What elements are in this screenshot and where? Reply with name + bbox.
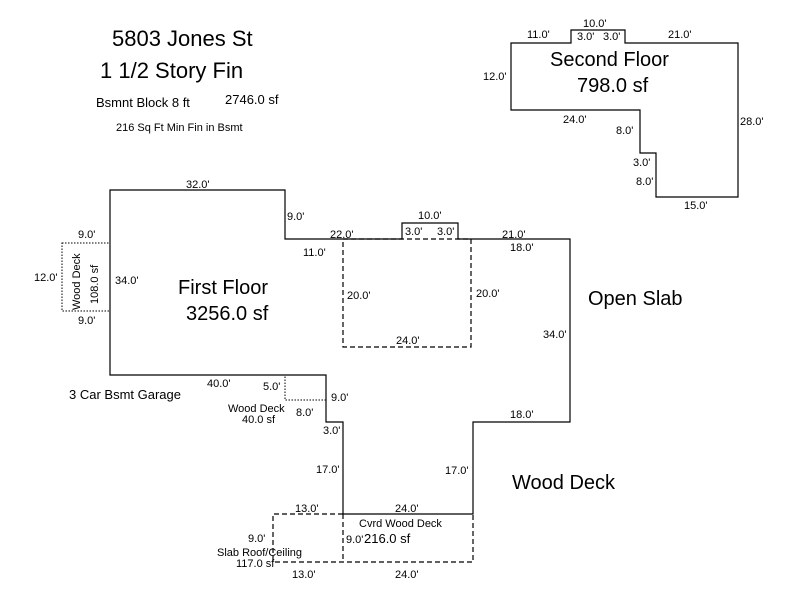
basement-label: Bsmnt Block 8 ft	[96, 95, 190, 110]
dim-label: 11.0'	[303, 247, 326, 259]
dim-label: 3.0'	[405, 226, 422, 238]
first-floor-area: 3256.0 sf	[186, 303, 269, 325]
dim-label: 9.0'	[346, 534, 363, 546]
second-floor-label: Second Floor	[550, 49, 669, 71]
dim-label: 3.0'	[437, 226, 454, 238]
dim-label: 9.0'	[287, 211, 304, 223]
small-wood-deck-area: 40.0 sf	[242, 414, 276, 426]
dim-label: 17.0'	[316, 464, 340, 476]
dim-label: 15.0'	[684, 200, 708, 212]
slab-roof-area: 117.0 sf	[236, 558, 275, 570]
dim-label: 10.0'	[583, 18, 607, 30]
dim-label: 3.0'	[323, 425, 340, 437]
side-wood-deck-area: 108.0 sf	[89, 264, 101, 304]
dim-label: 11.0'	[527, 29, 550, 41]
dim-label: 13.0'	[295, 503, 319, 515]
covered-deck-area: 216.0 sf	[364, 531, 411, 546]
dim-label: 17.0'	[445, 465, 469, 477]
dim-label: 40.0'	[207, 378, 231, 390]
dim-label: 32.0'	[186, 179, 210, 191]
wood-deck-label: Wood Deck	[512, 472, 616, 494]
side-wood-deck-outline	[61, 242, 111, 312]
dim-label: 8.0'	[296, 407, 313, 419]
dim-label: 20.0'	[347, 290, 371, 302]
dim-label: 9.0'	[78, 315, 95, 327]
dim-label: 9.0'	[248, 533, 265, 545]
dim-label: 28.0'	[740, 116, 764, 128]
slab-roof-label: Slab Roof/Ceiling	[217, 547, 302, 559]
dim-label: 8.0'	[636, 176, 653, 188]
dim-label: 20.0'	[476, 288, 500, 300]
dim-label: 12.0'	[34, 272, 58, 284]
covered-deck-label: Cvrd Wood Deck	[359, 518, 442, 530]
second-floor-area: 798.0 sf	[577, 75, 649, 97]
open-slab-label: Open Slab	[588, 288, 683, 310]
dim-label: 21.0'	[502, 229, 526, 241]
dim-label: 34.0'	[543, 329, 567, 341]
story-title: 1 1/2 Story Fin	[100, 58, 243, 83]
dim-label: 3.0'	[603, 31, 620, 43]
dim-label: 8.0'	[616, 125, 633, 137]
dim-label: 5.0'	[263, 381, 280, 393]
garage-label: 3 Car Bsmt Garage	[69, 387, 181, 402]
dim-label: 10.0'	[418, 210, 442, 222]
dim-label: 13.0'	[292, 569, 316, 581]
basement-area: 2746.0 sf	[225, 92, 279, 107]
first-floor-label: First Floor	[178, 277, 268, 299]
dim-label: 21.0'	[668, 29, 692, 41]
dim-label: 24.0'	[563, 114, 587, 126]
dim-label: 9.0'	[331, 392, 348, 404]
dim-label: 22.0'	[330, 229, 354, 241]
dim-label: 12.0'	[483, 71, 507, 83]
open-slab-outline	[342, 238, 472, 348]
dim-label: 3.0'	[633, 157, 650, 169]
dim-label: 24.0'	[396, 335, 420, 347]
basement-finish-note: 216 Sq Ft Min Fin in Bsmt	[116, 122, 243, 134]
dim-label: 18.0'	[510, 409, 534, 421]
dim-label: 34.0'	[115, 275, 139, 287]
small-wood-deck-label: Wood Deck	[228, 403, 285, 415]
address-title: 5803 Jones St	[112, 26, 253, 51]
dim-label: 18.0'	[510, 242, 534, 254]
dim-label: 9.0'	[78, 229, 95, 241]
side-wood-deck-label: Wood Deck	[71, 253, 83, 310]
dim-label: 24.0'	[395, 503, 419, 515]
dim-label: 24.0'	[395, 569, 419, 581]
small-wood-deck-outline	[284, 374, 327, 401]
second-floor-outline	[510, 29, 739, 198]
dim-label: 3.0'	[577, 31, 594, 43]
